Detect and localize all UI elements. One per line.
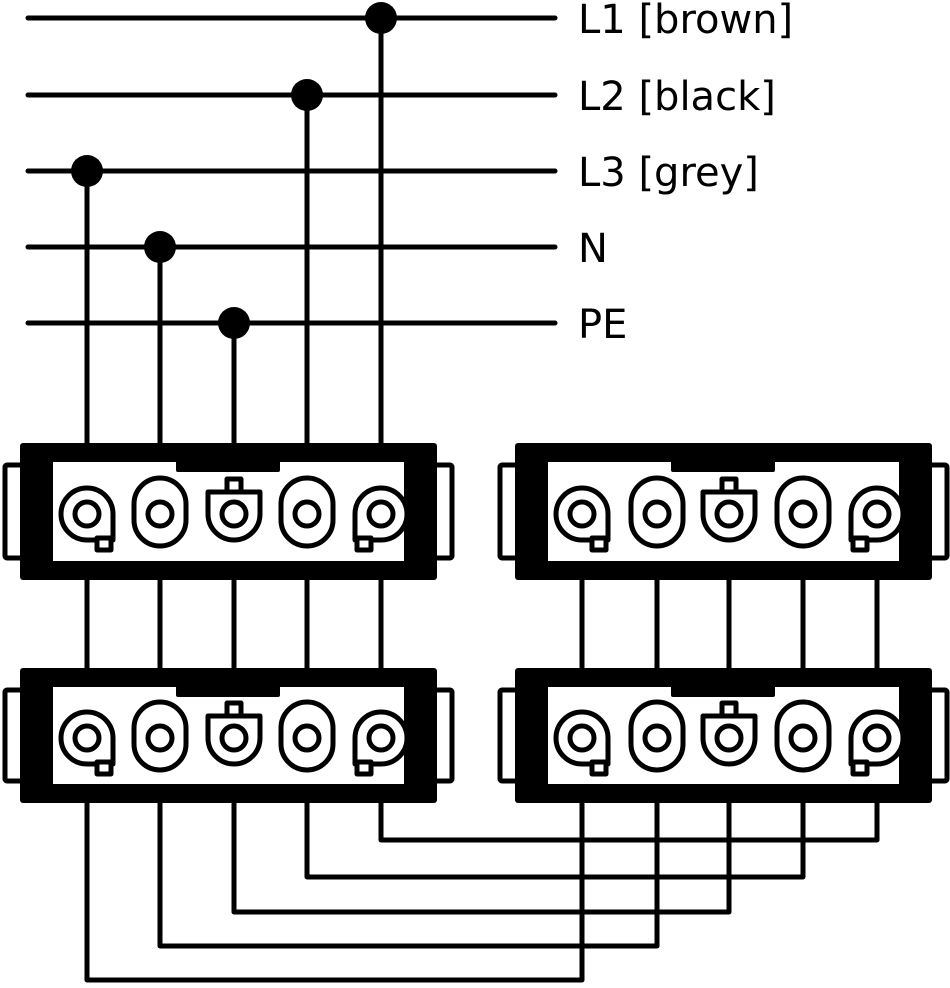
- connector-key: [176, 685, 280, 697]
- bus-label-pe: PE: [578, 302, 627, 348]
- terminal-l2: [278, 699, 336, 773]
- drop-wires: [84, 18, 880, 668]
- terminal-pe: [700, 476, 758, 543]
- terminal-screw: [714, 723, 744, 753]
- bridge-wire-pe: [231, 803, 732, 915]
- terminal-n: [628, 475, 686, 549]
- terminal-l2: [278, 475, 336, 549]
- terminal-l3: [58, 709, 116, 777]
- junction-dot-n: [144, 231, 176, 263]
- terminal-l3: [58, 485, 116, 553]
- terminal-screw: [788, 499, 818, 529]
- terminal-tab: [354, 535, 374, 553]
- terminal-screw: [642, 723, 672, 753]
- terminal-screw: [567, 499, 597, 529]
- terminal-screw: [366, 723, 396, 753]
- terminal-l2: [774, 475, 832, 549]
- terminal-screw: [862, 723, 892, 753]
- terminal-screw: [714, 499, 744, 529]
- terminal-tab: [94, 535, 114, 553]
- bus-label-l1: L1 [brown]: [578, 0, 793, 43]
- bridge-wire-l1: [378, 803, 880, 843]
- terminal-l1: [848, 485, 906, 553]
- terminal-l1: [352, 709, 410, 777]
- connector-key: [671, 685, 775, 697]
- terminal-tab: [589, 535, 609, 553]
- terminal-tab: [719, 476, 739, 495]
- terminal-pe: [205, 476, 263, 543]
- terminal-screw: [72, 723, 102, 753]
- terminal-tab: [589, 759, 609, 777]
- connector-right-lower: [497, 668, 950, 803]
- bridge-wires: [84, 803, 880, 983]
- terminal-screw: [642, 499, 672, 529]
- terminal-tab: [354, 759, 374, 777]
- terminal-pe: [205, 700, 263, 767]
- bridge-wire-l3: [84, 803, 585, 983]
- bus-label-l2: L2 [black]: [578, 74, 776, 120]
- connector-key: [176, 460, 280, 472]
- terminal-tab: [719, 700, 739, 719]
- terminal-l1: [352, 485, 410, 553]
- junction-dots: [71, 2, 397, 339]
- bus-label-n: N: [578, 226, 608, 272]
- connectors: [2, 443, 950, 803]
- terminal-n: [131, 699, 189, 773]
- junction-dot-l3: [71, 155, 103, 187]
- terminal-screw: [219, 723, 249, 753]
- terminal-tab: [224, 476, 244, 495]
- terminal-screw: [567, 723, 597, 753]
- terminal-l1: [848, 709, 906, 777]
- terminal-tab: [850, 535, 870, 553]
- terminal-screw: [366, 499, 396, 529]
- bus-lines: [25, 15, 558, 326]
- terminal-l3: [553, 709, 611, 777]
- terminal-screw: [72, 499, 102, 529]
- terminal-n: [628, 699, 686, 773]
- connector-right-upper: [497, 443, 950, 580]
- terminal-tab: [850, 759, 870, 777]
- connector-left-lower: [2, 668, 455, 803]
- terminal-screw: [145, 499, 175, 529]
- terminal-pe: [700, 700, 758, 767]
- terminal-screw: [292, 499, 322, 529]
- terminal-l3: [553, 485, 611, 553]
- connector-key: [671, 460, 775, 472]
- terminal-l2: [774, 699, 832, 773]
- bridge-wire-l2: [304, 803, 806, 880]
- junction-dot-l1: [365, 2, 397, 34]
- terminal-screw: [219, 499, 249, 529]
- terminal-tab: [224, 700, 244, 719]
- terminal-n: [131, 475, 189, 549]
- bridge-wire-n: [157, 803, 660, 949]
- junction-dot-l2: [291, 79, 323, 111]
- terminal-screw: [292, 723, 322, 753]
- terminal-screw: [788, 723, 818, 753]
- terminal-screw: [862, 499, 892, 529]
- bus-label-l3: L3 [grey]: [578, 150, 759, 196]
- junction-dot-pe: [218, 307, 250, 339]
- bus-labels: L1 [brown] L2 [black] L3 [grey] N PE: [578, 0, 793, 348]
- terminal-screw: [145, 723, 175, 753]
- terminal-tab: [94, 759, 114, 777]
- connector-left-upper: [2, 443, 455, 580]
